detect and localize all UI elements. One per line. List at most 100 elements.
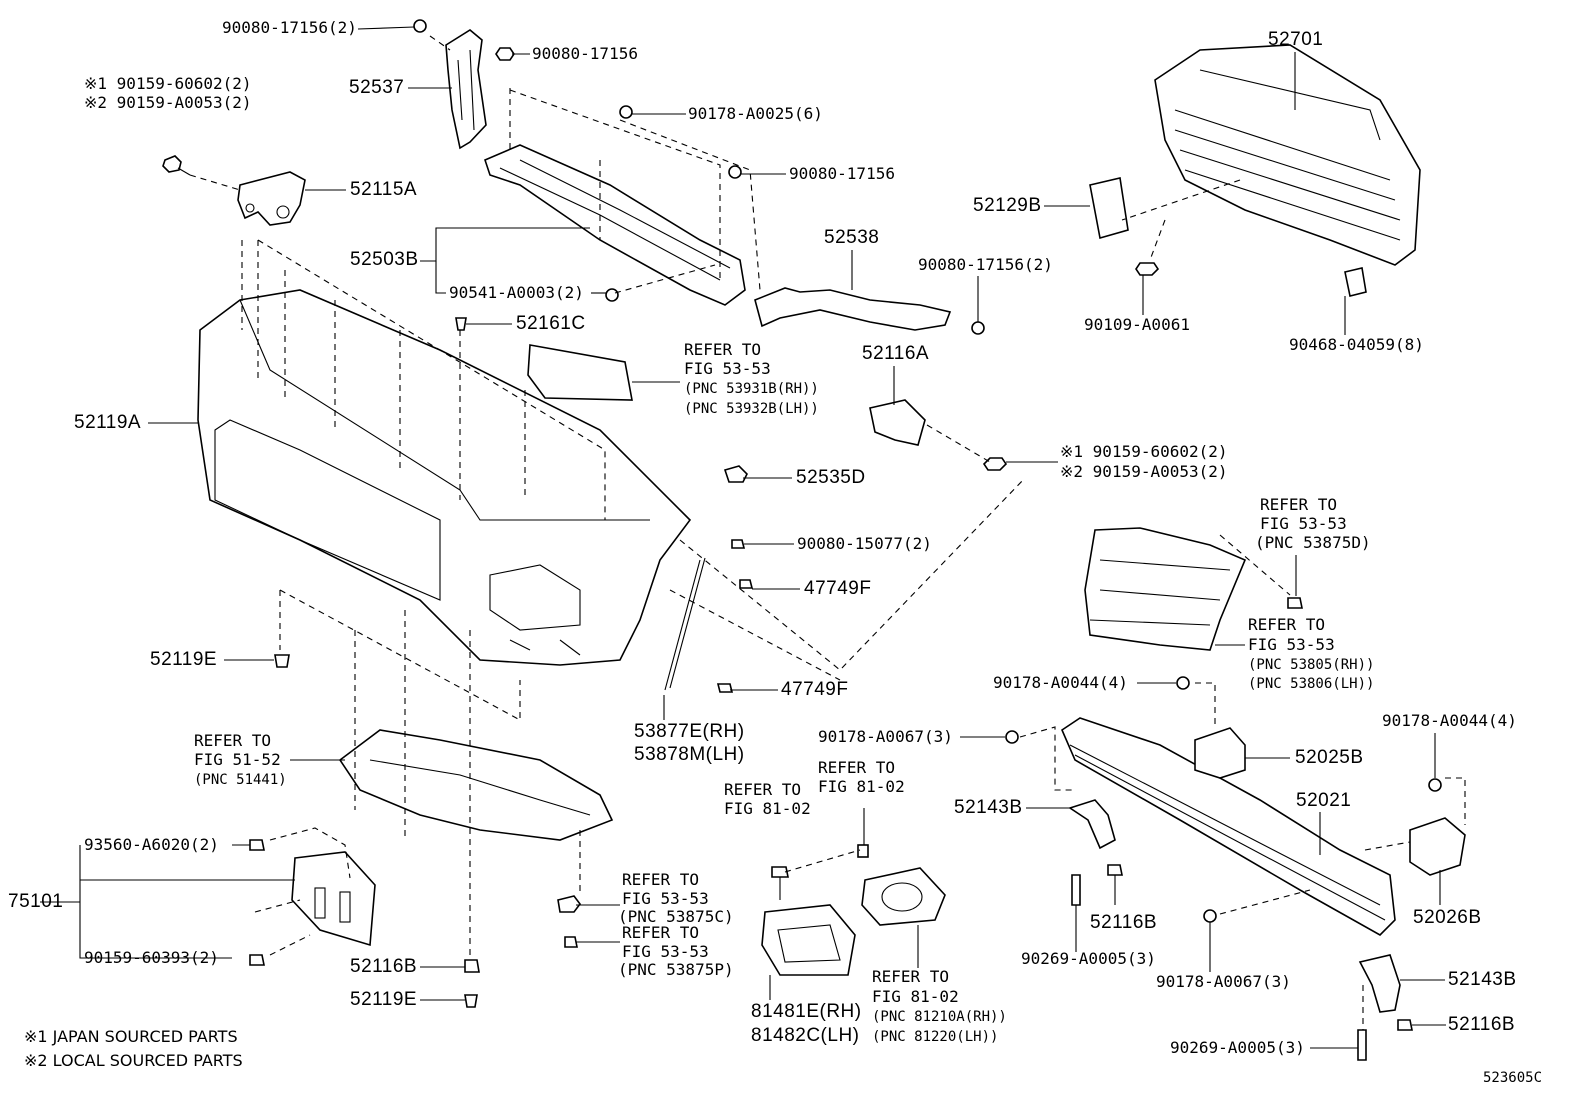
seal-53877e-shape: [664, 559, 701, 691]
bolt-icon: [739, 579, 754, 589]
figure-code: 523605C: [1483, 1070, 1543, 1086]
bracket-52115a-shape: [237, 171, 306, 226]
label-47749f-b: 47749F: [781, 679, 849, 700]
nut-icon: [1203, 909, 1217, 923]
label-fig-81-02: FIG 81-02: [872, 987, 959, 1006]
leader-lines: [40, 26, 1446, 1049]
note-local-sourced: ※2 LOCAL SOURCED PARTS: [24, 1051, 243, 1070]
nut-icon: [1397, 1019, 1413, 1031]
bolt-icon: [731, 539, 746, 549]
clip-icon: [1344, 267, 1367, 297]
bracket-52538-shape: [754, 287, 952, 331]
bolt-icon: [162, 155, 182, 173]
label-52119e-b: 52119E: [350, 989, 418, 1010]
nut-icon: [971, 321, 985, 335]
label-90080-17156: 90080-17156: [532, 44, 638, 63]
label-52116b-a: 52116B: [350, 956, 418, 977]
nut-icon: [605, 288, 619, 302]
label-fig-53-53: FIG 53-53: [1260, 514, 1347, 533]
panel-refer-53931b-shape: [527, 344, 633, 401]
label-52116a: 52116A: [862, 343, 930, 364]
bolt-icon: [1071, 874, 1081, 906]
label-47749f-a: 47749F: [804, 578, 872, 599]
label-90178-a0067-b: 90178-A0067(3): [1156, 972, 1291, 991]
label-93560-a6020: 93560-A6020(2): [84, 835, 219, 854]
label-90178-a0044-b: 90178-A0044(4): [1382, 711, 1517, 730]
label-90159-a0053-rh-local: ※2 90159-A0053(2): [1060, 462, 1228, 481]
nut-icon: [413, 19, 427, 33]
label-52129b: 52129B: [973, 195, 1042, 216]
label-90159-a0053-local: ※2 90159-A0053(2): [84, 93, 252, 112]
bracket-52143b-shape: [1068, 799, 1116, 850]
label-fig-81-02: FIG 81-02: [724, 799, 811, 818]
label-90109-a0061: 90109-A0061: [1084, 315, 1190, 334]
bolt-icon: [249, 954, 265, 966]
label-52021: 52021: [1296, 790, 1352, 811]
retainer-52503b-shape: [484, 144, 746, 306]
label-pnc-53805: (PNC 53805(RH)): [1248, 657, 1375, 673]
nut-icon: [464, 959, 480, 973]
label-81481e: 81481E(RH): [751, 1001, 862, 1022]
grille-52701-shape: [1154, 44, 1421, 266]
label-fig-53-53: FIG 53-53: [622, 942, 709, 961]
label-pnc-53875c: (PNC 53875C): [618, 907, 734, 926]
label-52116b-c: 52116B: [1448, 1014, 1516, 1035]
license-bracket-75101-shape: [291, 851, 376, 947]
label-pnc-51441: (PNC 51441): [194, 772, 287, 788]
label-refer-to: REFER TO: [872, 967, 950, 986]
nut-icon: [1428, 778, 1442, 792]
clip-icon: [557, 895, 581, 913]
extension-52026b-shape: [1409, 817, 1466, 876]
label-refer-to: REFER TO: [622, 923, 700, 942]
nut-icon: [728, 165, 742, 179]
bracket-52537-shape: [445, 29, 487, 150]
label-52538: 52538: [824, 227, 880, 248]
label-90080-17156-2-top: 90080-17156(2): [222, 18, 357, 37]
cover-52129b-shape: [1089, 177, 1129, 240]
clip-icon: [857, 844, 869, 858]
label-52537: 52537: [349, 77, 405, 98]
nut-icon: [619, 105, 633, 119]
bracket-52143b-shape: [1358, 954, 1401, 1013]
assembly-dashed-lines: [189, 35, 1466, 1030]
fog-cover-81481e-shape: [761, 904, 856, 976]
label-75101: 75101: [8, 891, 64, 912]
label-refer-to: REFER TO: [684, 340, 762, 359]
label-fig-81-02: FIG 81-02: [818, 777, 905, 796]
label-fig-53-53: FIG 53-53: [684, 359, 771, 378]
label-pnc-53931b: (PNC 53931B(RH)): [684, 381, 819, 397]
bolt-icon: [1357, 1029, 1367, 1061]
bracket-52116a-shape: [869, 399, 926, 446]
under-cover-51441-shape: [338, 729, 614, 841]
label-52119e-a: 52119E: [150, 649, 218, 670]
bolt-icon: [1135, 262, 1160, 276]
label-90178-a0025: 90178-A0025(6): [688, 104, 823, 123]
clip-icon: [1287, 597, 1303, 609]
label-52143b-a: 52143B: [954, 797, 1023, 818]
bolt-icon: [982, 457, 1008, 471]
label-pnc-53806: (PNC 53806(LH)): [1248, 676, 1375, 692]
label-90178-a0067-a: 90178-A0067(3): [818, 727, 953, 746]
label-90159-60393: 90159-60393(2): [84, 948, 219, 967]
label-90080-17156-b: 90080-17156: [789, 164, 895, 183]
label-fig-53-53: FIG 53-53: [1248, 635, 1335, 654]
label-90269-a0005-b: 90269-A0005(3): [1170, 1038, 1305, 1057]
bolt-icon: [249, 839, 265, 851]
reinforcement-52021-shape: [1061, 717, 1396, 936]
label-pnc-81220: (PNC 81220(LH)): [872, 1029, 999, 1045]
clip-icon: [274, 654, 290, 668]
label-pnc-81210a: (PNC 81210A(RH)): [872, 1009, 1007, 1025]
label-90468-04059: 90468-04059(8): [1289, 335, 1424, 354]
label-52119a: 52119A: [74, 412, 142, 433]
label-refer-to: REFER TO: [724, 780, 802, 799]
nut-icon: [495, 47, 515, 61]
label-refer-to: REFER TO: [622, 870, 700, 889]
label-90269-a0005-a: 90269-A0005(3): [1021, 949, 1156, 968]
bolt-icon: [564, 936, 578, 948]
label-90159-60602-rh-jp: ※1 90159-60602(2): [1060, 442, 1228, 461]
label-refer-to: REFER TO: [1260, 495, 1338, 514]
extension-52025b-shape: [1194, 727, 1246, 779]
label-90178-a0044-a: 90178-A0044(4): [993, 673, 1128, 692]
label-pnc-53875p: (PNC 53875P): [618, 960, 734, 979]
